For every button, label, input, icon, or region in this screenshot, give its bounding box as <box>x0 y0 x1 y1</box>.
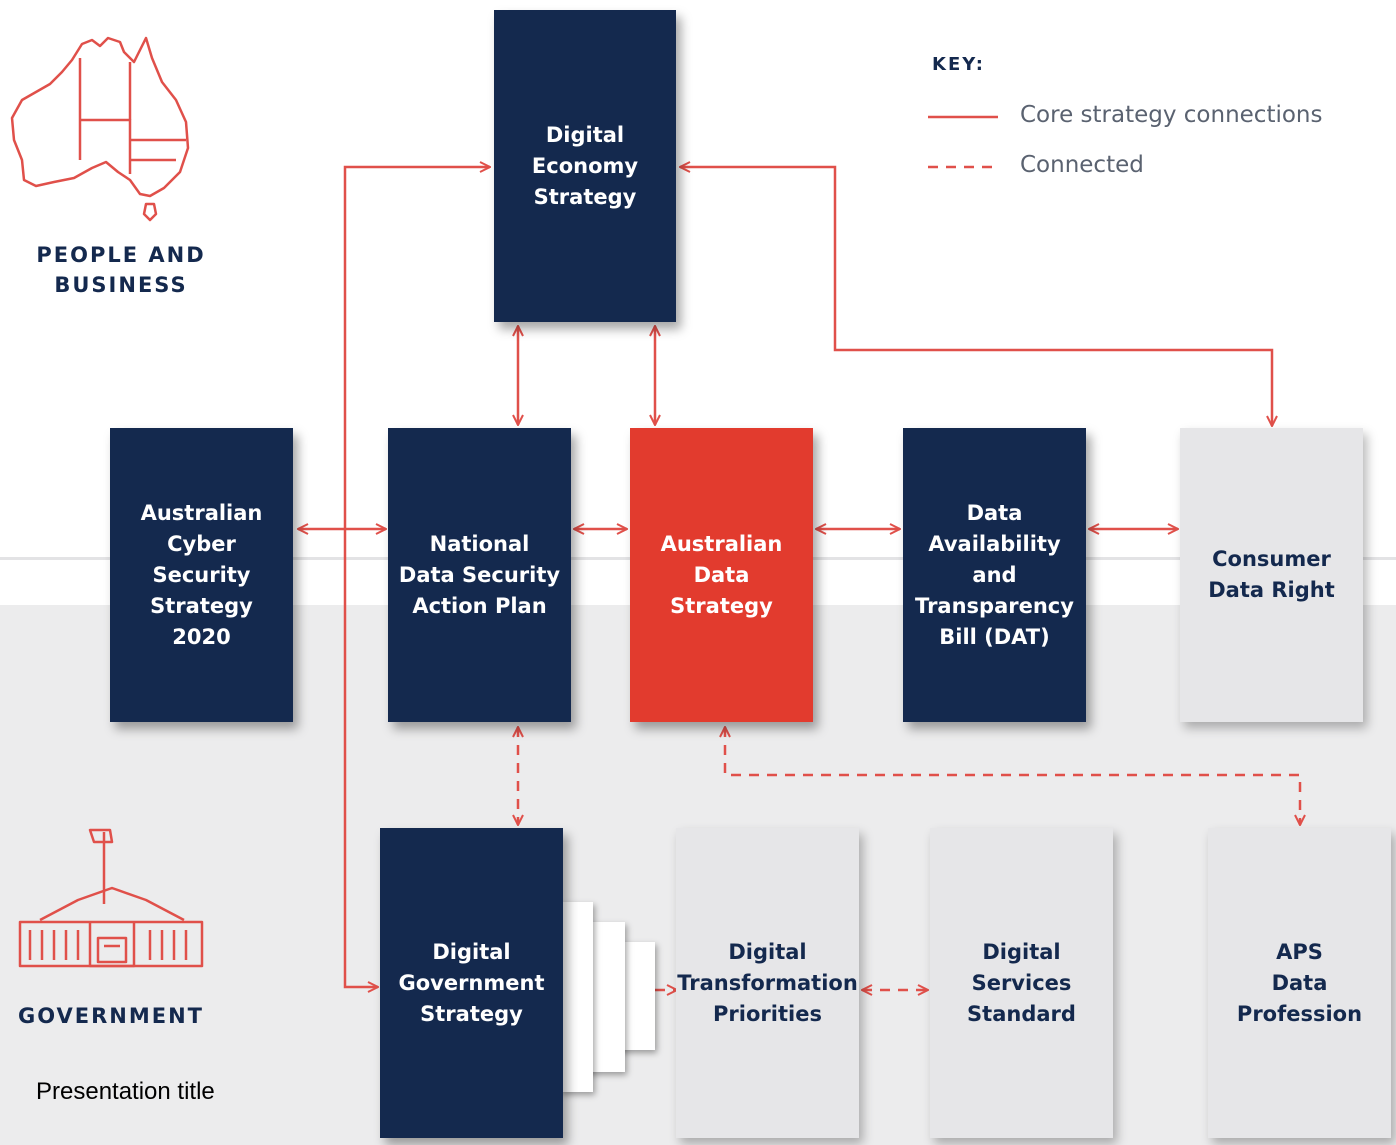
presentation-title: Presentation title <box>36 1078 215 1105</box>
node-digital-economy-strategy: Digital Economy Strategy <box>494 10 676 322</box>
node-digital-services-standard: Digital Services Standard <box>930 828 1113 1138</box>
node-australian-data-strategy: Australian Data Strategy <box>630 428 813 722</box>
key-title: KEY: <box>932 54 985 75</box>
node-dat-bill: Data Availability and Transparency Bill … <box>903 428 1086 722</box>
connector-data-aps <box>725 727 1300 825</box>
node-cyber-security-strategy: Australian Cyber Security Strategy 2020 <box>110 428 293 722</box>
node-digital-government-strategy: Digital Government Strategy <box>380 828 563 1138</box>
connector-economy-government <box>343 167 490 987</box>
node-aps-data-profession: APS Data Profession <box>1208 828 1391 1138</box>
node-national-data-security: National Data Security Action Plan <box>388 428 571 722</box>
people-business-label: PEOPLE AND BUSINESS <box>36 243 206 297</box>
government-label: GOVERNMENT <box>17 1004 204 1028</box>
node-consumer-data-right: Consumer Data Right <box>1180 428 1363 722</box>
document-sheet <box>560 902 593 1092</box>
node-digital-transformation-priorities: Digital Transformation Priorities <box>676 828 859 1138</box>
connector-economy-consumer <box>680 167 1272 426</box>
key-connected-label: Connected <box>1020 152 1144 178</box>
key-core-label: Core strategy connections <box>1020 102 1323 128</box>
